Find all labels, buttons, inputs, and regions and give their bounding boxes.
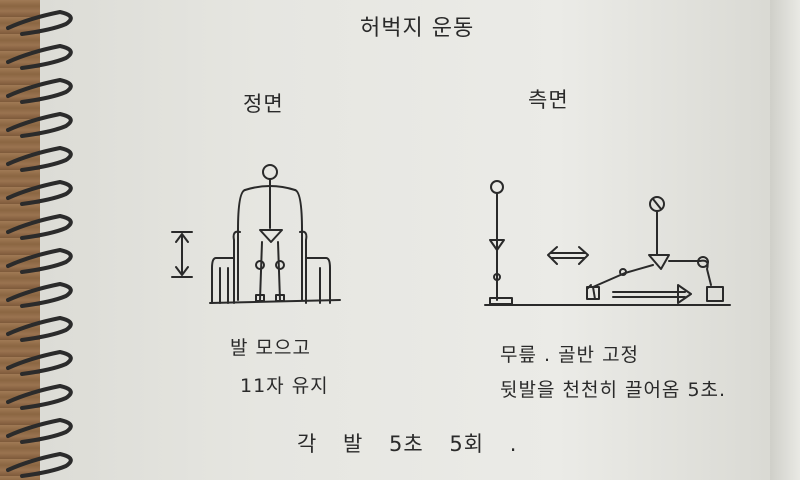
page-title: 허벅지 운동 [360,16,475,41]
spiral-binding [6,9,73,478]
front-view-label: 정면 [243,92,284,116]
spiral-ring [6,247,73,274]
front-note-line2: 11자 유지 [240,375,329,397]
spiral-ring [6,315,73,342]
spiral-ring [6,213,73,240]
side-note-line2: 뒷발을 천천히 끌어옴 5초. [500,379,727,401]
spiral-ring [6,383,73,410]
front-figure-chair-sketch [171,164,341,304]
spiral-ring [6,281,73,308]
side-view-label: 측면 [528,88,569,112]
spiral-ring [6,145,73,172]
spiral-ring [6,43,73,70]
side-figure-sketch [484,180,731,306]
page-edge [770,0,800,480]
spiral-ring [6,349,73,376]
spiral-ring [6,9,73,36]
spiral-ring [6,417,73,444]
side-note-line1: 무릎 . 골반 고정 [500,344,640,366]
spiral-ring [6,179,73,206]
double-arrow-icon [547,246,589,265]
front-note-line1: 발 모으고 [230,337,311,359]
height-arrow [171,231,193,278]
spiral-ring [6,451,73,478]
spiral-ring [6,77,73,104]
spiral-ring [6,111,73,138]
repetition-note: 각 발 5초 5회 . [297,432,518,456]
